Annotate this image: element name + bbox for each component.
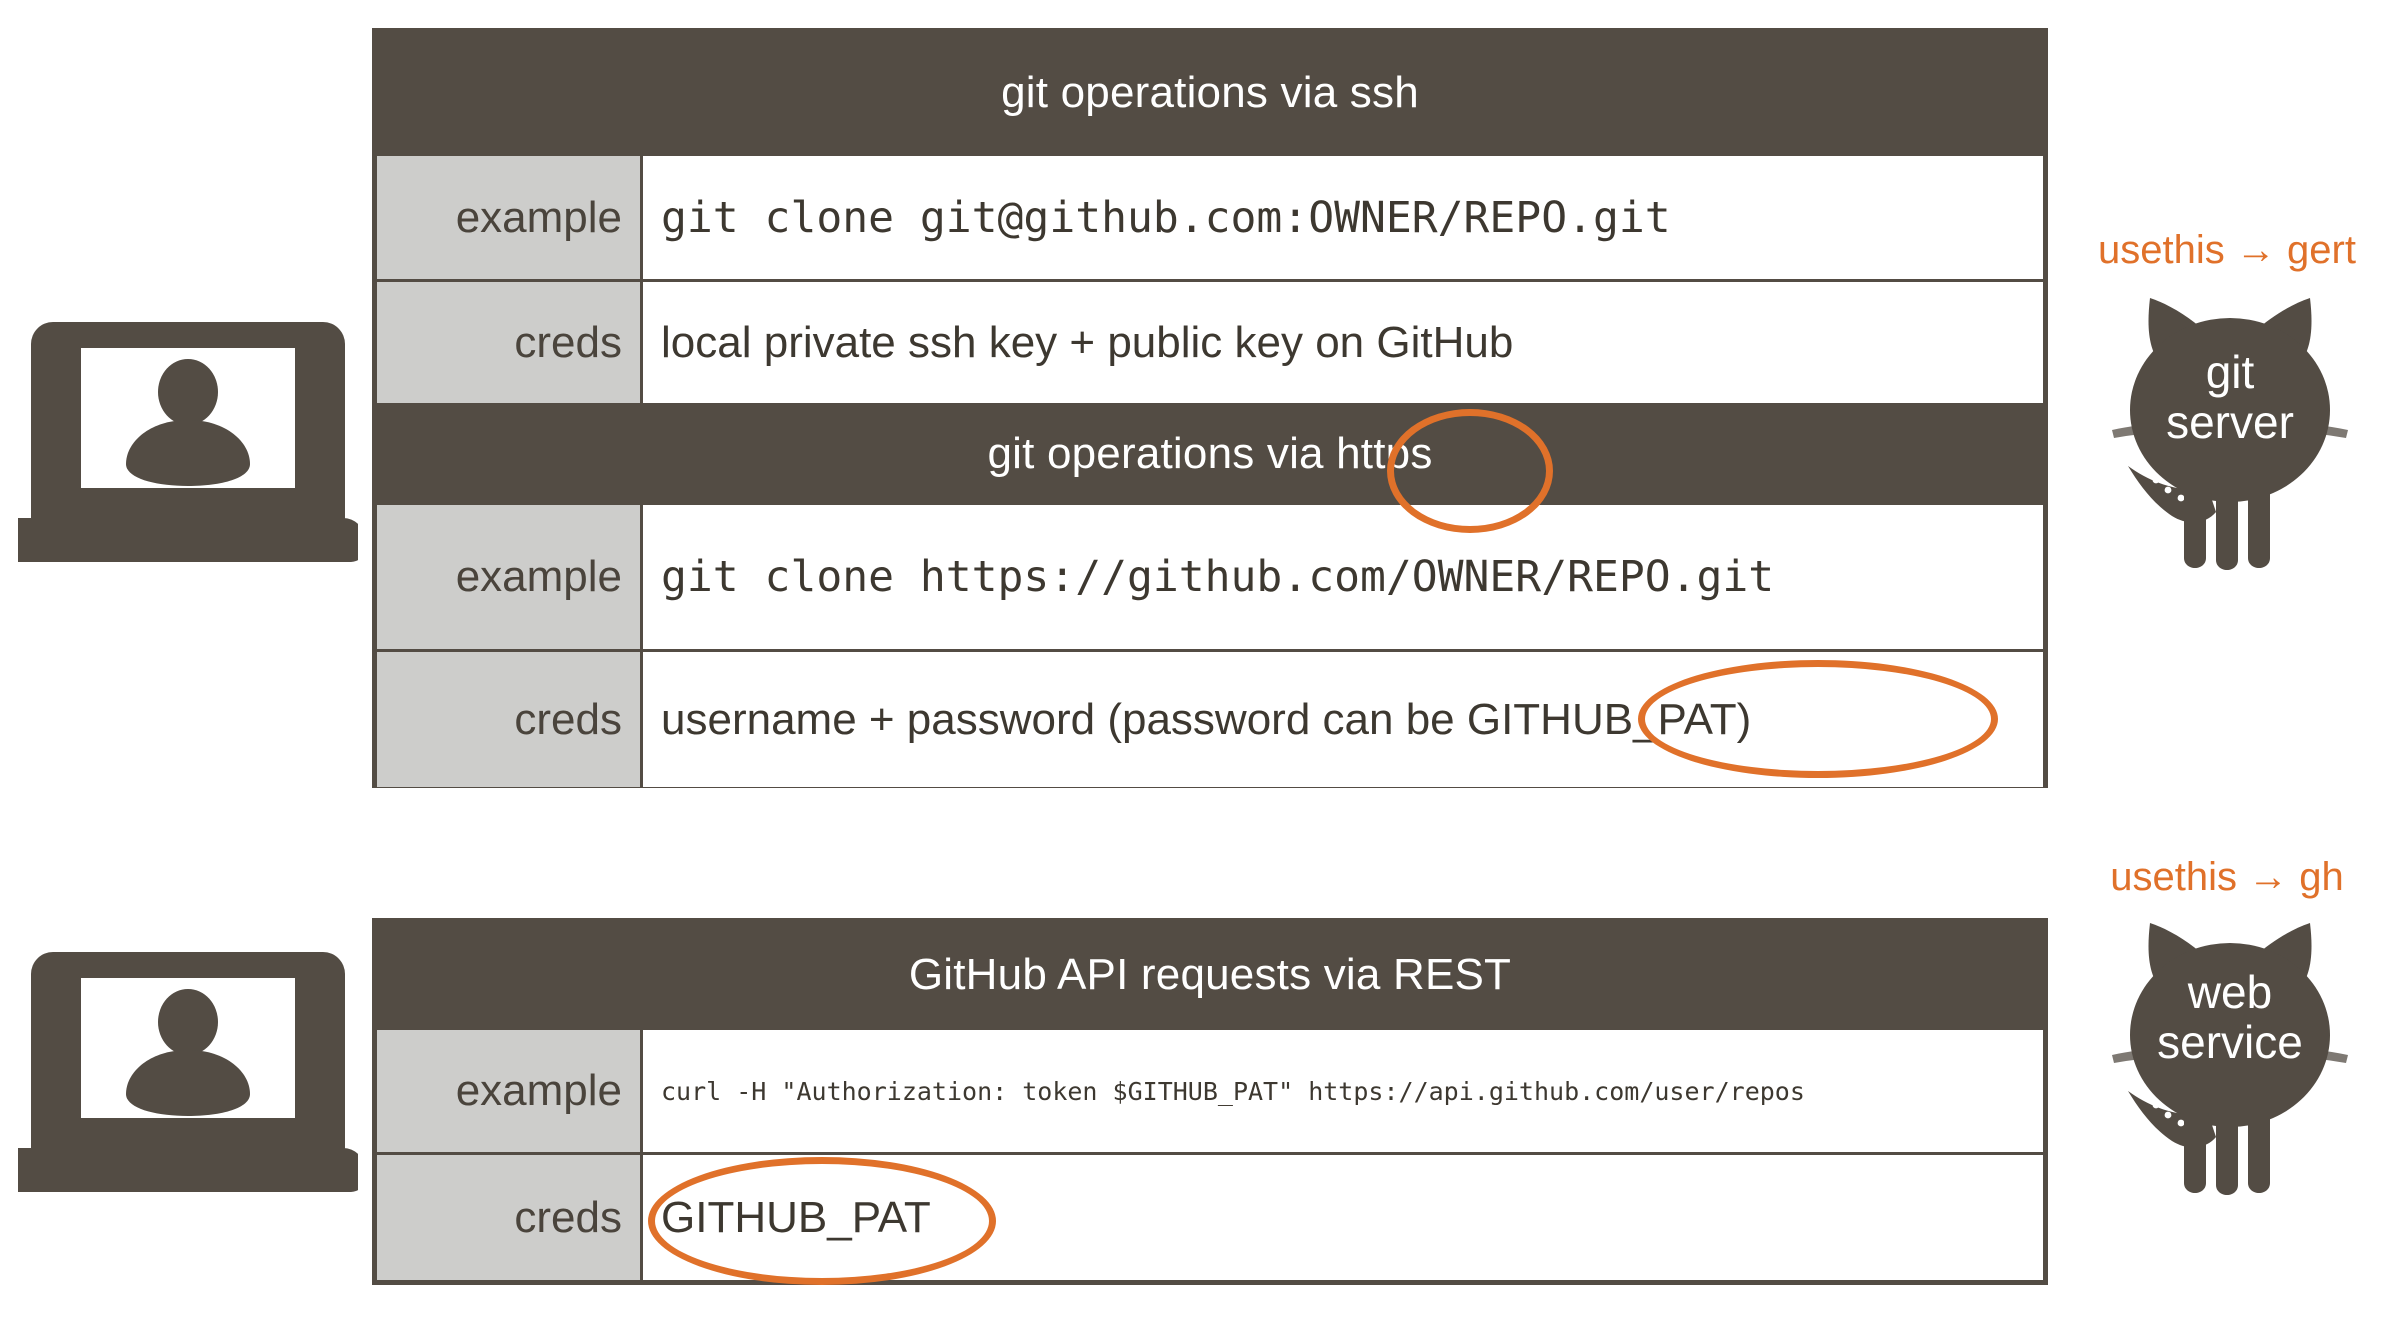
person-silhouette-icon: [126, 989, 250, 1116]
table-header-ssh: git operations via ssh: [377, 33, 2043, 153]
table-header-https: git operations via https: [377, 403, 2043, 502]
usethis-gh-text: usethis → gh: [2110, 855, 2344, 899]
curl-command: curl -H "Authorization: token $GITHUB_PA…: [661, 1076, 1805, 1106]
row-label-text: creds: [514, 317, 622, 367]
table-header-https-text: git operations via https: [987, 429, 1433, 478]
row-value-creds: username + password (password can be GIT…: [643, 652, 2043, 787]
table-row: example git clone git@github.com:OWNER/R…: [377, 153, 2043, 279]
laptop-user-icon-bottom: [18, 930, 358, 1200]
octocat-icon-web-service: [2110, 905, 2350, 1195]
table-github-api: GitHub API requests via REST example cur…: [372, 918, 2048, 1285]
https-clone-command: git clone https://github.com/OWNER/REPO.…: [661, 552, 1775, 602]
table-row: example git clone https://github.com/OWN…: [377, 502, 2043, 649]
table-row: creds GITHUB_PAT: [377, 1152, 2043, 1280]
usethis-gert-text: usethis → gert: [2098, 228, 2356, 272]
row-label-creds: creds: [377, 1155, 643, 1280]
usethis-gh-label: usethis → gh: [2062, 855, 2392, 900]
row-value-example: curl -H "Authorization: token $GITHUB_PA…: [643, 1030, 2043, 1152]
table-git-operations: git operations via ssh example git clone…: [372, 28, 2048, 788]
octocat-icon-git-server: [2110, 280, 2350, 570]
row-value-example: git clone git@github.com:OWNER/REPO.git: [643, 156, 2043, 279]
row-label-text: example: [455, 1066, 622, 1115]
laptop-user-icon-top: [18, 300, 358, 570]
table-header-rest: GitHub API requests via REST: [377, 923, 2043, 1027]
table-row: creds username + password (password can …: [377, 649, 2043, 787]
row-label-creds: creds: [377, 282, 643, 403]
row-label-example: example: [377, 1030, 643, 1152]
row-label-example: example: [377, 156, 643, 279]
row-label-text: example: [455, 192, 622, 242]
row-label-text: example: [455, 552, 622, 601]
ssh-clone-command: git clone git@github.com:OWNER/REPO.git: [661, 192, 1671, 243]
table-header-ssh-text: git operations via ssh: [1001, 68, 1419, 117]
table-row: example curl -H "Authorization: token $G…: [377, 1027, 2043, 1152]
table-header-rest-text: GitHub API requests via REST: [908, 950, 1512, 999]
row-label-example: example: [377, 505, 643, 649]
row-label-creds: creds: [377, 652, 643, 787]
row-label-text: creds: [514, 694, 622, 744]
row-value-example: git clone https://github.com/OWNER/REPO.…: [643, 505, 2043, 649]
https-creds-text: username + password (password can be GIT…: [661, 694, 1752, 744]
usethis-gert-label: usethis → gert: [2062, 228, 2392, 273]
rest-creds-text: GITHUB_PAT: [661, 1192, 931, 1242]
table-row: creds local private ssh key + public key…: [377, 279, 2043, 403]
row-label-text: creds: [514, 1192, 622, 1242]
ssh-creds-text: local private ssh key + public key on Gi…: [661, 317, 1514, 367]
row-value-creds: local private ssh key + public key on Gi…: [643, 282, 2043, 403]
row-value-creds: GITHUB_PAT: [643, 1155, 2043, 1280]
person-silhouette-icon: [126, 359, 250, 486]
